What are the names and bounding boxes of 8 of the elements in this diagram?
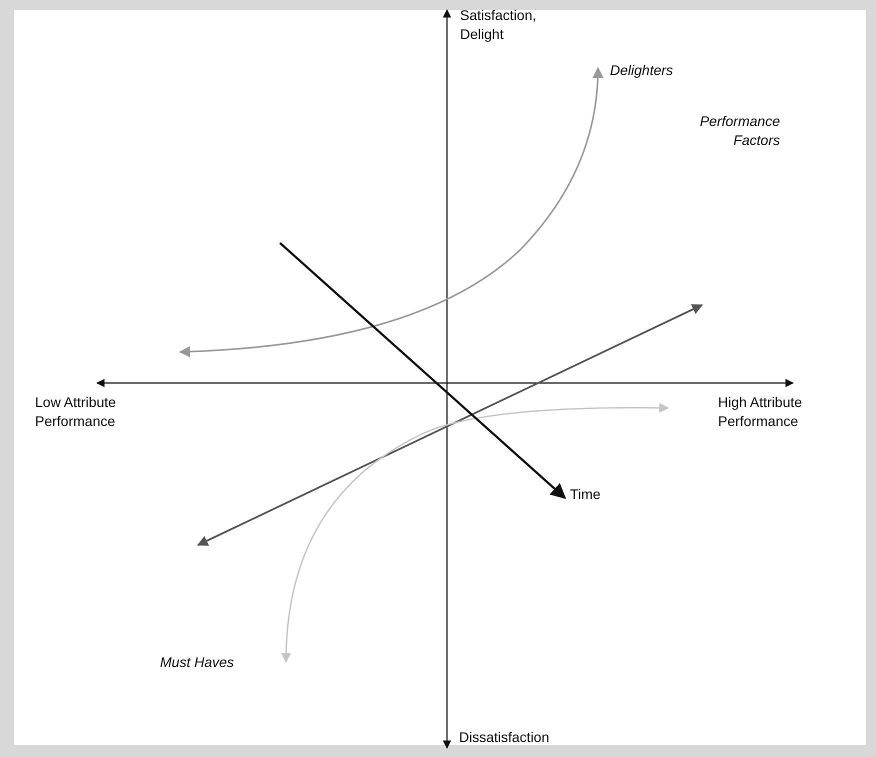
curve-label: Performance Factors <box>698 112 780 150</box>
axis-label: Time <box>570 485 602 504</box>
axis-label: High Attribute Performance <box>718 393 804 431</box>
curve-label: Must Haves <box>160 653 235 672</box>
axis-label: Satisfaction, Delight <box>460 6 538 44</box>
axis-label: Dissatisfaction <box>459 728 550 747</box>
curve-label: Delighters <box>610 61 674 80</box>
axis-label: Low Attribute Performance <box>35 393 117 431</box>
